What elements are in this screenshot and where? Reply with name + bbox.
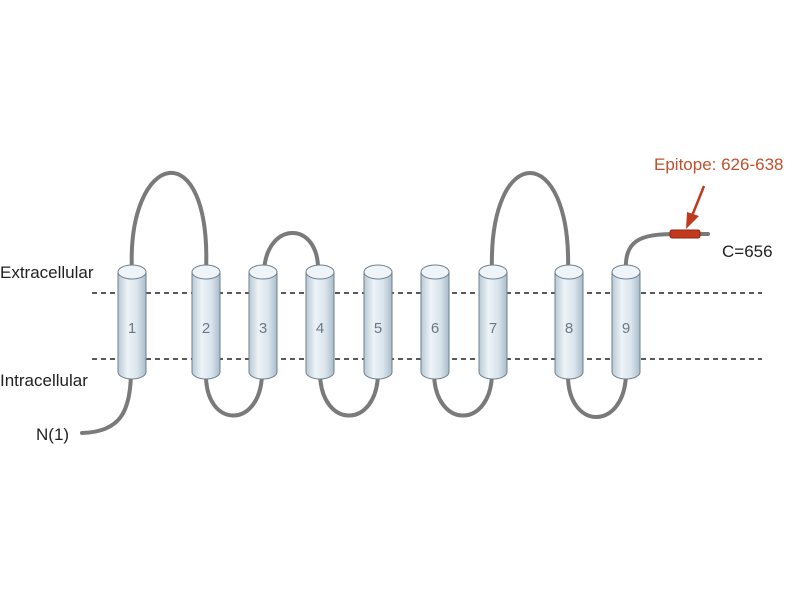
n-terminal-tail (80, 368, 133, 435)
helix-8: 8 (554, 264, 584, 380)
helix-number-label: 4 (316, 320, 324, 337)
helix-body (305, 271, 335, 380)
c-terminal-tail (623, 232, 710, 274)
helix-2: 2 (191, 264, 221, 380)
helix-body (554, 271, 584, 380)
helix-body (363, 271, 393, 380)
helix-number-label: 5 (374, 320, 382, 337)
extracellular-loop-3-4 (262, 231, 321, 274)
helix-top-cap (248, 264, 278, 280)
helix-number-label: 8 (565, 320, 573, 337)
helix-body (248, 271, 278, 380)
c-terminus-label: C=656 (722, 242, 773, 261)
helix-number-label: 6 (431, 320, 439, 337)
arrow-down-left-icon (686, 185, 706, 229)
helix-number-label: 2 (202, 320, 210, 337)
helix-top-cap (363, 264, 393, 280)
intracellular-loop-4-5 (318, 370, 380, 418)
extracellular-loop-1-2 (129, 170, 209, 274)
helix-top-cap (420, 264, 450, 280)
helix-number-label: 3 (259, 320, 267, 337)
helix-1: 1 (117, 264, 147, 380)
helix-9: 9 (611, 264, 641, 380)
intracellular-label: Intracellular (0, 371, 88, 390)
helix-top-cap (191, 264, 221, 280)
helix-6: 6 (420, 264, 450, 380)
helix-top-cap (305, 264, 335, 280)
helix-body (191, 271, 221, 380)
helix-7: 7 (478, 264, 508, 380)
extracellular-label: Extracellular (0, 263, 94, 282)
intracellular-loop-6-7 (432, 370, 494, 418)
helix-body (611, 271, 641, 380)
transmembrane-helices: 1 2 3 4 5 6 7 8 9 (117, 264, 641, 380)
helix-body (420, 271, 450, 380)
helix-3: 3 (248, 264, 278, 380)
helix-number-label: 9 (622, 320, 630, 337)
helix-5: 5 (363, 264, 393, 380)
helix-top-cap (554, 264, 584, 280)
epitope-segment (669, 229, 701, 239)
loops (80, 170, 710, 435)
intracellular-loop-2-3 (203, 370, 264, 418)
extracellular-loop-7-8 (489, 171, 571, 274)
helix-top-cap (117, 264, 147, 280)
intracellular-loop-8-9 (565, 370, 628, 419)
n-terminus-label: N(1) (36, 425, 69, 444)
helix-number-label: 7 (489, 320, 497, 337)
epitope-label: Epitope: 626-638 (654, 155, 784, 174)
helix-body (478, 271, 508, 380)
helix-number-label: 1 (128, 320, 136, 337)
helix-top-cap (611, 264, 641, 280)
helix-4: 4 (305, 264, 335, 380)
helix-body (117, 271, 147, 380)
helix-top-cap (478, 264, 508, 280)
